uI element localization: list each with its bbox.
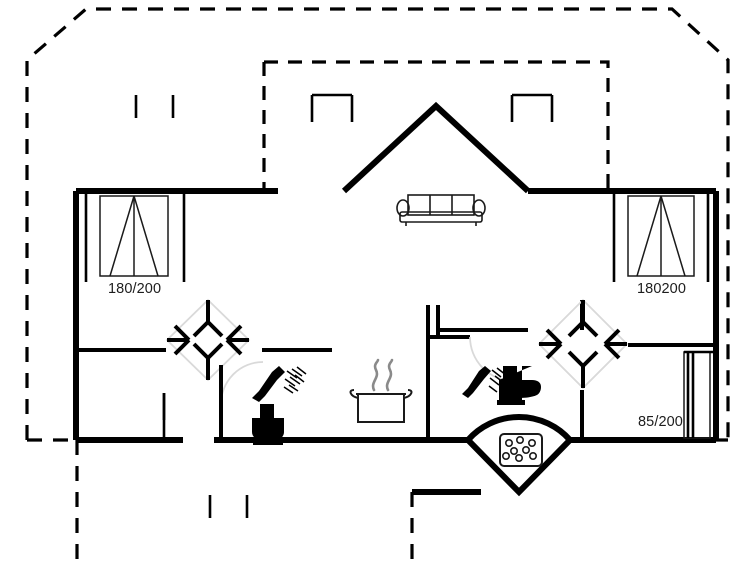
door-bathroom-left[interactable] bbox=[219, 361, 264, 405]
skylight-right-icon bbox=[510, 93, 554, 122]
cooking-pot-icon bbox=[349, 358, 413, 423]
bed-size-label-left: 180/200 bbox=[108, 281, 162, 297]
wall-ticks-interior bbox=[162, 393, 166, 420]
toilet-right-icon bbox=[497, 366, 541, 405]
double-bed-left-icon bbox=[84, 191, 186, 282]
whirlpool-bath-icon bbox=[499, 433, 543, 467]
gable-roof-peak bbox=[341, 101, 531, 194]
toilet-left-icon bbox=[252, 404, 284, 445]
sofa-icon bbox=[396, 194, 486, 226]
skylight-left-icon bbox=[310, 93, 354, 122]
single-bed-icon bbox=[683, 350, 716, 439]
shower-left-icon bbox=[252, 366, 307, 402]
double-bed-right-icon bbox=[612, 191, 710, 282]
door-group-right-hall[interactable] bbox=[537, 298, 629, 390]
bed-size-label-right: 180200 bbox=[637, 281, 686, 297]
bed-size-label-single: 85/200 bbox=[638, 414, 683, 430]
upper-floor-outline-dashed bbox=[262, 60, 610, 193]
door-group-left-hall[interactable] bbox=[165, 298, 251, 382]
bay-window-fan bbox=[463, 414, 575, 497]
tick-marks bbox=[134, 95, 249, 518]
